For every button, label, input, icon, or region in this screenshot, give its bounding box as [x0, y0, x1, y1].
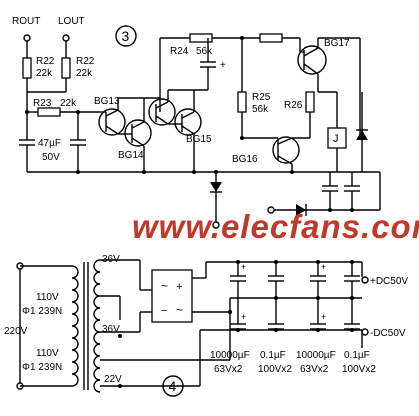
bg17-label: BG17: [324, 38, 350, 49]
r25-label: R25: [252, 92, 271, 103]
bg14-transistor: [124, 119, 152, 147]
r22-rout-label: R22: [36, 56, 55, 67]
r22-rout-value: 22k: [36, 68, 53, 79]
bg17-transistor: [297, 45, 327, 75]
lout-label: LOUT: [58, 16, 85, 27]
dc-positive-label: +DC50V: [370, 276, 408, 287]
filter-capacitors: + + + +: [230, 260, 360, 332]
bg16-label: BG16: [232, 154, 258, 165]
cap2-value: 0.1µF: [260, 350, 286, 361]
svg-text:+: +: [241, 312, 246, 322]
r25-value: 56k: [252, 104, 269, 115]
input-diode: [296, 204, 306, 216]
cap4-value: 0.1µF: [344, 350, 370, 361]
cap4-voltage: 100Vx2: [342, 364, 376, 375]
cap-plus-sign: +: [220, 60, 226, 71]
r24-value: 56k: [196, 46, 213, 57]
cap2-voltage: 100Vx2: [258, 364, 292, 375]
cap1-voltage: 63Vx2: [214, 364, 243, 375]
r24-label: R24: [170, 46, 189, 57]
bg15-label: BG15: [186, 134, 212, 145]
bridge-ac-bot: ~: [176, 303, 183, 317]
bridge-ac-top: ~: [161, 279, 168, 293]
c47-voltage: 50V: [42, 152, 60, 163]
c47-value: 47µF: [38, 138, 61, 149]
r24-resistor: [189, 33, 213, 43]
primary-220v: 220V: [4, 326, 28, 337]
cap3-voltage: 63Vx2: [300, 364, 329, 375]
protection-circuit: 3 ROUT LOUT R22 22k R22 22k R23 22k 47µF…: [12, 16, 381, 229]
section-number-4: 4: [169, 378, 177, 394]
r26-label: R26: [284, 100, 303, 111]
bridge-rectifier: [151, 269, 193, 323]
bg14-label: BG14: [118, 150, 144, 161]
power-supply-circuit: 110V Φ1 239N 220V 110V Φ1 239N 36V 36V 2…: [4, 254, 408, 397]
bg16-transistor: [272, 136, 300, 164]
svg-text:+: +: [241, 262, 246, 272]
bridge-minus: −: [161, 305, 167, 317]
secondary-22v: 22V: [104, 374, 122, 385]
watermark-text: www.elecfans.com: [132, 208, 419, 245]
r23-label: R23: [33, 98, 52, 109]
r22-rout-resistor: [22, 57, 32, 79]
section-marker-3: [115, 25, 137, 47]
bg15-transistor: [148, 98, 176, 126]
relay-label: J: [333, 133, 339, 145]
svg-text:+: +: [321, 312, 326, 322]
dc-negative-label: -DC50V: [370, 328, 406, 339]
r23-resistor: [37, 107, 61, 117]
r25-resistor: [237, 91, 247, 113]
r26-resistor: [305, 91, 315, 113]
r22-lout-label: R22: [76, 56, 95, 67]
rout-label: ROUT: [12, 16, 40, 27]
transformer-secondary: [93, 259, 101, 393]
cap1-value: 10000µF: [210, 350, 250, 361]
bg13-transistor: [98, 108, 126, 136]
r22-lout-value: 22k: [76, 68, 93, 79]
section-number-3: 3: [122, 28, 130, 44]
primary-110v-top: 110V: [36, 292, 59, 303]
bridge-plus: +: [176, 281, 182, 293]
ground-diode: [210, 182, 222, 192]
r23-value: 22k: [60, 98, 77, 109]
cap3-value: 10000µF: [296, 350, 336, 361]
secondary-36v-bot: 36V: [102, 324, 120, 335]
transformer-primary: [71, 265, 79, 387]
bg13-label: BG13: [94, 96, 120, 107]
lout-terminal: [62, 34, 70, 42]
svg-text:+: +: [321, 262, 326, 272]
primary-phi-bot: Φ1 239N: [22, 362, 62, 373]
relay-diode: [356, 130, 368, 140]
primary-phi-top: Φ1 239N: [22, 306, 62, 317]
primary-110v-bot: 110V: [36, 348, 59, 359]
rout-terminal: [23, 34, 31, 42]
section-marker-4: [162, 375, 184, 397]
r22-lout-resistor: [61, 57, 71, 79]
